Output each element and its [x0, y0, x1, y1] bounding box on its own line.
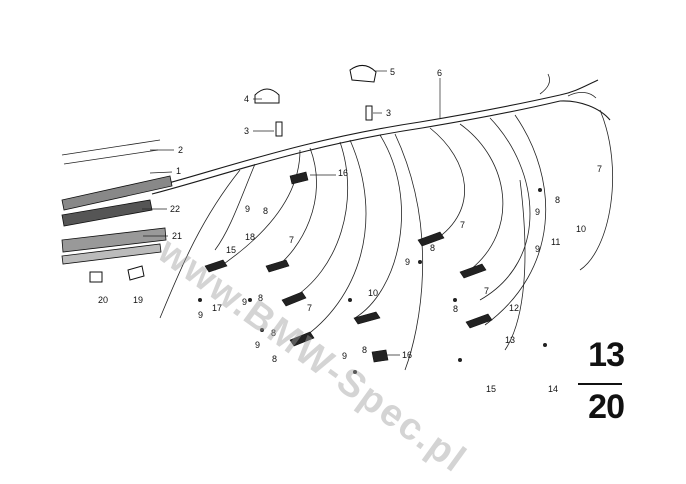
callout-21: 21 [172, 231, 182, 241]
callout-8f: 8 [362, 345, 367, 355]
callout-10a: 10 [576, 224, 586, 234]
callout-9e: 9 [242, 297, 247, 307]
callout-9h: 9 [342, 351, 347, 361]
small-parts [198, 188, 547, 374]
callout-15a: 15 [226, 245, 236, 255]
callout-labels: 1 2 3 3 4 5 6 7 7 7 7 7 8 8 8 8 8 8 8 8 … [98, 67, 602, 394]
callout-5: 5 [390, 67, 395, 77]
main-harness [149, 73, 611, 195]
callout-16b: 16 [402, 350, 412, 360]
corrugated-hoses [61, 139, 173, 265]
callout-7d: 7 [460, 220, 465, 230]
callout-8d: 8 [258, 293, 263, 303]
callout-7e: 7 [484, 286, 489, 296]
callout-8a: 8 [263, 206, 268, 216]
clamps [254, 65, 377, 137]
group-number-top: 13 [588, 336, 625, 374]
callout-8b: 8 [555, 195, 560, 205]
callout-3a: 3 [244, 126, 249, 136]
callout-10b: 10 [368, 288, 378, 298]
callout-9d: 9 [405, 257, 410, 267]
callout-8c: 8 [430, 243, 435, 253]
callout-2: 2 [178, 145, 183, 155]
callout-15b: 15 [486, 384, 496, 394]
callout-3b: 3 [386, 108, 391, 118]
callout-9c: 9 [535, 244, 540, 254]
callout-22: 22 [170, 204, 180, 214]
callout-9a: 9 [245, 204, 250, 214]
group-number-bottom: 20 [588, 388, 625, 426]
callout-9b: 9 [535, 207, 540, 217]
callout-8e: 8 [271, 328, 276, 338]
group-number-divider [578, 383, 622, 385]
callout-12: 12 [509, 303, 519, 313]
callout-8h: 8 [272, 354, 277, 364]
callout-16a: 16 [338, 168, 348, 178]
callout-7b: 7 [289, 235, 294, 245]
callout-11: 11 [551, 237, 560, 247]
callout-7a: 7 [597, 164, 602, 174]
callout-9f: 9 [198, 310, 203, 320]
callout-18: 18 [245, 232, 255, 242]
callout-13: 13 [505, 335, 515, 345]
callout-4: 4 [244, 94, 249, 104]
harness-branches [159, 109, 614, 371]
callout-9g: 9 [255, 340, 260, 350]
connectors [89, 171, 493, 363]
callout-19: 19 [133, 295, 143, 305]
callout-14: 14 [548, 384, 558, 394]
callout-20: 20 [98, 295, 108, 305]
callout-6: 6 [437, 68, 442, 78]
callout-1: 1 [176, 166, 181, 176]
leader-lines [142, 70, 441, 356]
callout-8g: 8 [453, 304, 458, 314]
callout-7c: 7 [307, 303, 312, 313]
callout-17: 17 [212, 303, 222, 313]
